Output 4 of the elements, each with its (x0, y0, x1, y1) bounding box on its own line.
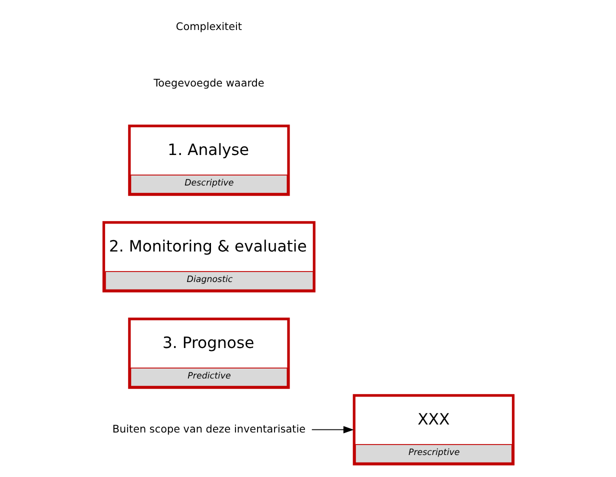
label: Complexiteit (175, 20, 242, 33)
node-text: Buiten scope van deze inventarisatie (112, 423, 306, 436)
label: Toegevoegde waarde (153, 77, 264, 90)
arrow (310, 426, 354, 434)
